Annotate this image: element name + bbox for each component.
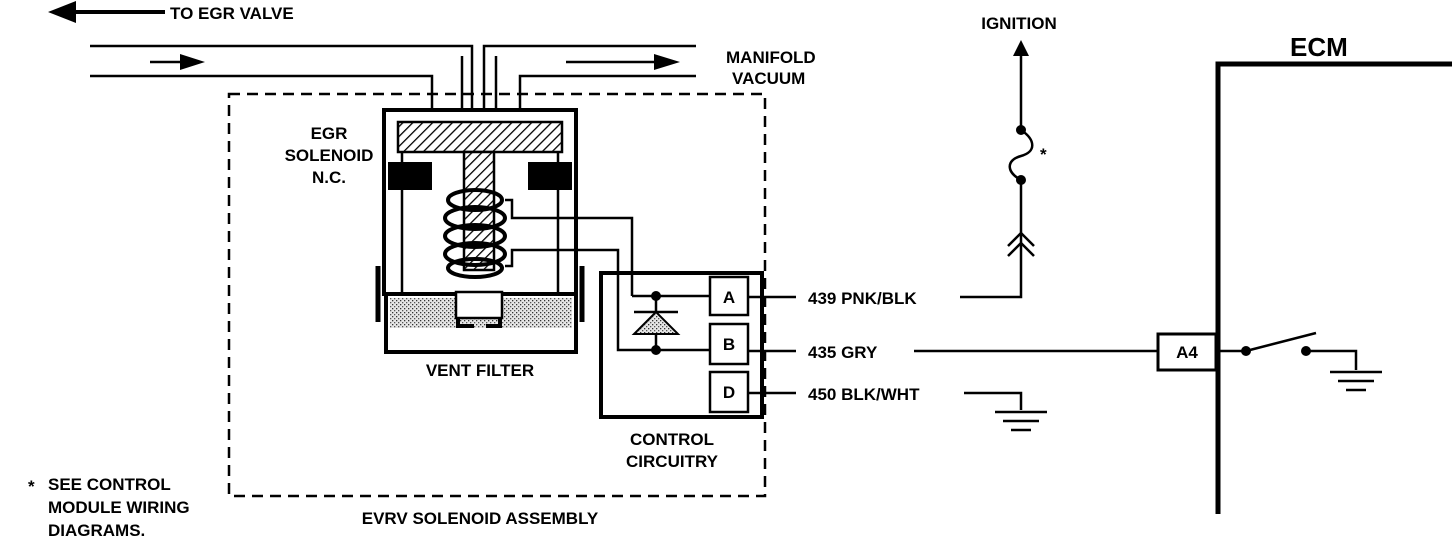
wire-450-to-ground (964, 391, 1023, 410)
vacuum-lines (48, 1, 696, 92)
ground-symbol-ecm (1330, 370, 1382, 392)
egr-label: EGR (311, 124, 348, 143)
diode-symbol (631, 310, 681, 335)
wire-450-label: 450 BLK/WHT (808, 385, 920, 404)
pin-a-label: A (723, 288, 735, 307)
wire-439-to-ignition (960, 230, 1023, 299)
text-labels: TO EGR VALVE MANIFOLD VACUUM EGR SOLENOI… (28, 4, 1348, 540)
manifold-vacuum-tube (482, 44, 696, 92)
pin-b-box (708, 322, 750, 366)
ecm-label: ECM (1290, 32, 1348, 62)
vent-filter-label: VENT FILTER (426, 361, 534, 380)
ground-symbol-450 (995, 410, 1047, 432)
evrv-assembly-boundary (227, 92, 767, 498)
pin-b-label: B (723, 335, 735, 354)
note-line-1: SEE CONTROL (48, 475, 171, 494)
normally-closed-label: N.C. (312, 168, 346, 187)
circuitry-label: CIRCUITRY (626, 452, 719, 471)
control-circuitry (599, 271, 764, 419)
to-egr-valve-label: TO EGR VALVE (170, 4, 294, 23)
wires (748, 230, 1158, 410)
fuse-symbol (1008, 128, 1034, 182)
to-egr-arrow (48, 1, 165, 23)
ignition-feed (1007, 40, 1035, 257)
manifold-label: MANIFOLD (726, 48, 816, 67)
wire-435-label: 435 GRY (808, 343, 878, 362)
note-line-3: DIAGRAMS. (48, 521, 145, 540)
ecm-pin-a4-box (1156, 332, 1218, 372)
note-star: * (28, 477, 35, 496)
ignition-label: IGNITION (981, 14, 1057, 33)
note-line-2: MODULE WIRING (48, 498, 190, 517)
ecm-pin-a4-label: A4 (1176, 343, 1198, 362)
pin-d-label: D (723, 383, 735, 402)
fuse-note-star: * (1040, 145, 1047, 164)
assembly-label: EVRV SOLENOID ASSEMBLY (362, 509, 599, 528)
wire-439-label: 439 PNK/BLK (808, 289, 917, 308)
egr-solenoid (375, 92, 656, 354)
vacuum-label: VACUUM (732, 69, 805, 88)
solenoid-coil (443, 188, 507, 279)
egr-vacuum-tube (90, 44, 474, 92)
ecm-module (1156, 61, 1452, 514)
control-label: CONTROL (630, 430, 714, 449)
solenoid-label: SOLENOID (285, 146, 374, 165)
